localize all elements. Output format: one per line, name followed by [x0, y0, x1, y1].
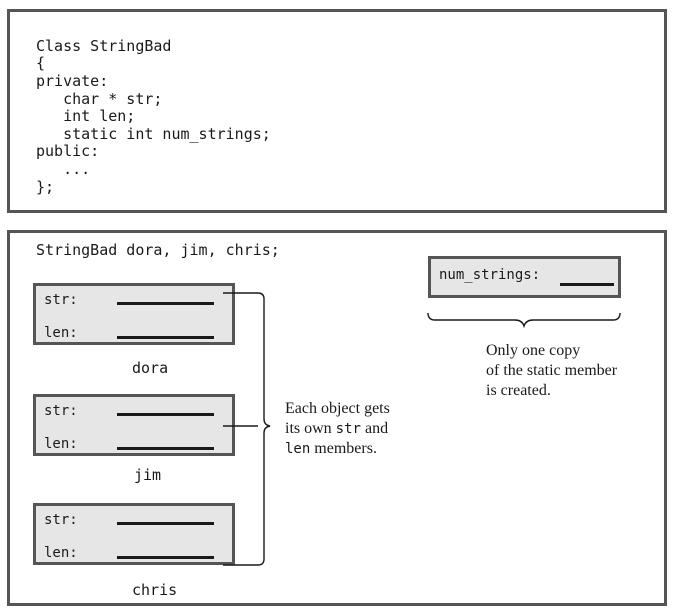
code-line: Class StringBad: [36, 37, 172, 55]
num-strings-value-blank: [560, 283, 614, 286]
object-declaration: StringBad dora, jim, chris;: [36, 241, 280, 259]
str-value-blank: [117, 302, 214, 305]
object-box-jim: str: len:: [33, 394, 235, 456]
object-name-chris: chris: [132, 581, 178, 599]
objects-note: Each object gets its own str and len mem…: [285, 399, 390, 459]
str-value-blank: [117, 413, 214, 416]
code-line: int len;: [36, 107, 136, 125]
object-box-chris: str: len:: [33, 503, 235, 565]
code-line: char * str;: [36, 90, 163, 108]
code-line: };: [36, 178, 55, 196]
code-line: {: [36, 54, 46, 72]
object-name-dora: dora: [132, 359, 169, 377]
code-line: ...: [36, 160, 91, 178]
code-line: public:: [36, 142, 100, 160]
static-member-box: num_strings:: [428, 256, 621, 298]
connector-lines: [223, 292, 621, 566]
str-field-label: str:: [44, 292, 78, 308]
class-code-panel: Class StringBad { private: char * str; i…: [7, 9, 667, 213]
len-field-label: len:: [44, 436, 78, 452]
str-field-label: str:: [44, 403, 78, 419]
static-member-brace: [427, 312, 621, 329]
object-name-jim: jim: [134, 466, 162, 484]
static-note: Only one copy of the static member is cr…: [486, 341, 617, 401]
objects-note-line2-suffix: and: [360, 420, 389, 437]
code-line: private:: [36, 72, 109, 90]
objects-note-line2-prefix: its own: [285, 420, 336, 437]
objects-note-line3-suffix: members.: [310, 440, 377, 457]
objects-diagram-panel: StringBad dora, jim, chris; str: len: do…: [7, 230, 667, 606]
str-value-blank: [117, 522, 214, 525]
static-note-line3: is created.: [486, 382, 551, 399]
len-code: len: [285, 441, 311, 457]
str-field-label: str:: [44, 512, 78, 528]
objects-note-line1: Each object gets: [285, 400, 390, 417]
len-field-label: len:: [44, 325, 78, 341]
num-strings-label: num_strings:: [439, 267, 541, 283]
len-value-blank: [117, 336, 214, 339]
len-value-blank: [117, 556, 214, 559]
len-value-blank: [117, 447, 214, 450]
code-line: static int num_strings;: [36, 125, 271, 143]
object-box-dora: str: len:: [33, 283, 235, 345]
static-note-line1: Only one copy: [486, 342, 581, 359]
objects-brace: [257, 292, 271, 566]
str-code: str: [335, 421, 361, 437]
len-field-label: len:: [44, 545, 78, 561]
static-note-line2: of the static member: [486, 362, 618, 379]
